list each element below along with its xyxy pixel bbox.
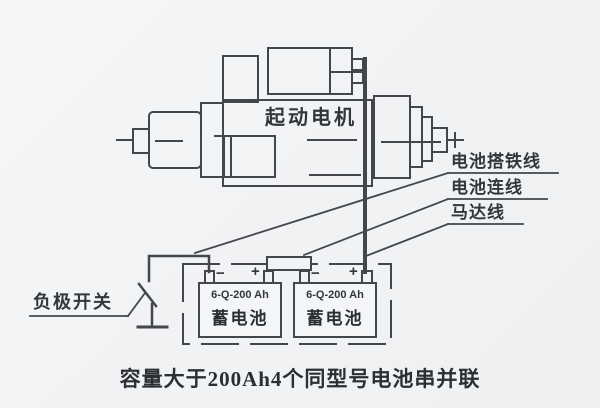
label-leader-lines bbox=[29, 171, 559, 318]
starter-motor-label: 起动电机 bbox=[265, 107, 357, 129]
battery-link-wire-label: 电池连线 bbox=[451, 178, 523, 197]
leader-battery-ground bbox=[193, 171, 450, 255]
battery-1-outline bbox=[198, 270, 282, 338]
figure-caption: 容量大于200Ah4个同型号电池串并联 bbox=[119, 367, 481, 391]
motor-wire-label: 马达线 bbox=[451, 203, 505, 222]
leader-battery-link bbox=[302, 197, 450, 257]
solenoid-terminal-tab bbox=[351, 71, 364, 84]
battery-2-negative-sign: − bbox=[311, 265, 320, 282]
battery-1-model: 6-Q-200 Ah bbox=[211, 289, 269, 301]
battery-2-negative-terminal bbox=[299, 270, 310, 284]
battery-2-positive-terminal bbox=[361, 270, 373, 284]
negative-switch-symbol bbox=[136, 282, 169, 329]
leader-motor-wire bbox=[364, 222, 450, 258]
switch-blade bbox=[137, 282, 158, 308]
battery-2-name: 蓄电池 bbox=[306, 309, 364, 328]
battery-2-outline bbox=[293, 270, 377, 338]
battery-ground-wire-label: 电池搭铁线 bbox=[451, 152, 541, 171]
leader-switch bbox=[126, 291, 147, 318]
battery-2-model: 6-Q-200 Ah bbox=[306, 289, 364, 301]
negative-switch-label: 负极开关 bbox=[33, 292, 113, 312]
battery-1-negative-sign: − bbox=[216, 265, 225, 282]
battery-1-name: 蓄电池 bbox=[211, 309, 269, 328]
battery-1-negative-terminal bbox=[204, 270, 215, 284]
solenoid-terminal-tab bbox=[351, 58, 364, 71]
battery-1-positive-terminal bbox=[263, 270, 274, 284]
starter-motor-drawing bbox=[116, 47, 464, 187]
battery-1-positive-sign: + bbox=[251, 263, 260, 280]
battery-2-positive-sign: + bbox=[349, 263, 358, 280]
battery-link-bar bbox=[266, 256, 312, 271]
battery-ground-wire bbox=[147, 254, 211, 283]
